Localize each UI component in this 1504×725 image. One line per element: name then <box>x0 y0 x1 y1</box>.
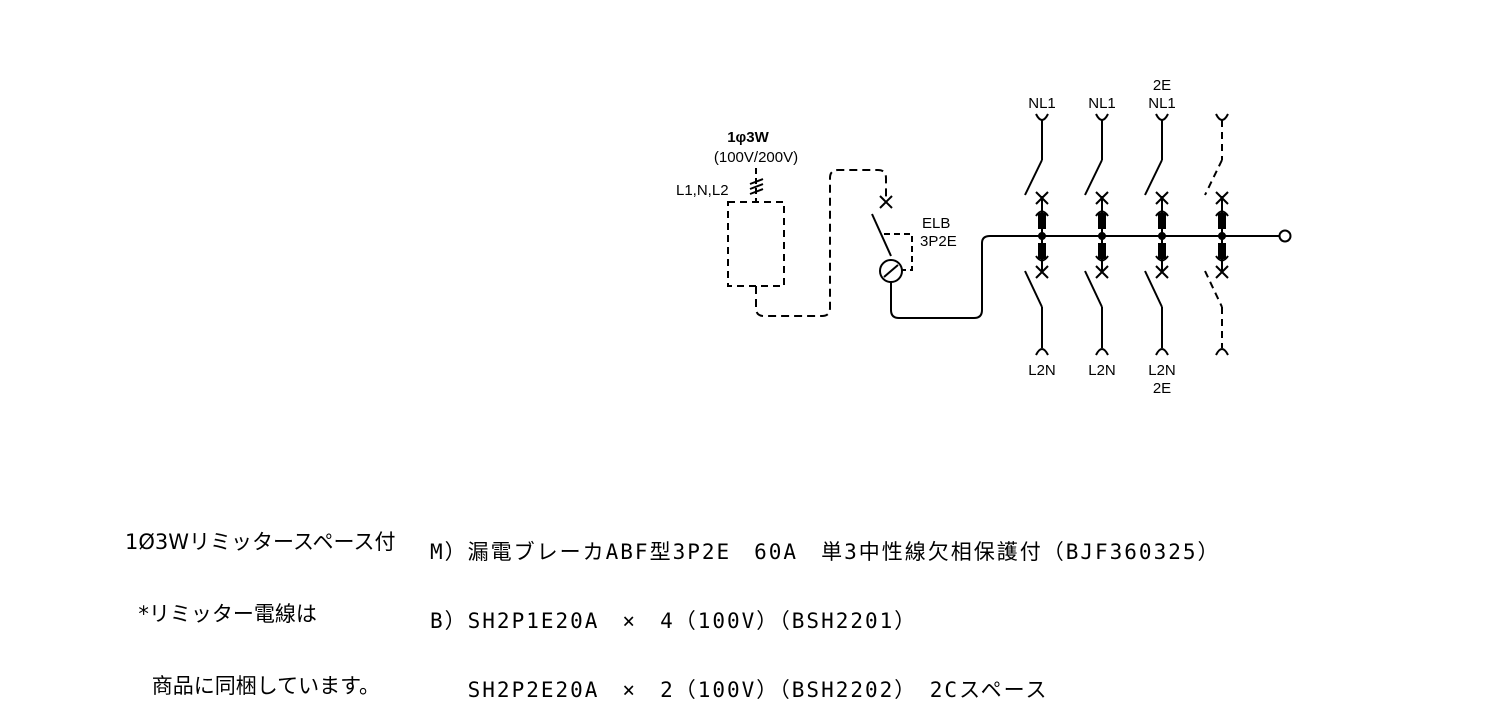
supply-voltage-label: (100V/200V) <box>714 149 798 166</box>
limiter-notes: 1Ø3Wリミッタースペース付 *リミッター電線は 商品に同梱しています。 <box>125 482 395 722</box>
branch-3-bottom-label: L2N <box>1148 362 1176 379</box>
spec-branch-1: B）SH2P1E20A × 4（100V）（BSH2201） <box>430 609 918 633</box>
bottom-trip-x <box>1035 265 1049 279</box>
limiter-space-box <box>727 201 785 287</box>
supply-lines-label: L1,N,L2 <box>676 182 729 199</box>
top-terminal <box>1095 113 1109 121</box>
bottom-contact <box>1024 270 1043 308</box>
spec-notes: M）漏電ブレーカABF型3P2E 60A 単3中性線欠相保護付（BJF36032… <box>430 495 1221 725</box>
main-breaker-elb <box>871 195 1000 319</box>
branch-1-bottom-label: L2N <box>1028 362 1056 379</box>
top-terminal <box>1155 113 1169 121</box>
bottom-terminal <box>1215 348 1229 356</box>
bottom-contact <box>1144 270 1163 308</box>
branch-2-top-label: NL1 <box>1088 95 1116 112</box>
top-contact <box>1204 159 1223 196</box>
branch-3-top-label: NL1 <box>1148 95 1176 112</box>
branch-breaker-1 <box>1024 113 1049 356</box>
limiter-wire <box>755 169 887 317</box>
bottom-trip-x <box>1215 265 1229 279</box>
spec-main-breaker: M）漏電ブレーカABF型3P2E 60A 単3中性線欠相保護付（BJF36032… <box>430 540 1221 564</box>
branch-breaker-3 <box>1144 113 1169 356</box>
busbar-terminal <box>1278 229 1292 243</box>
plug-connector-top <box>1095 210 1109 217</box>
top-contact <box>1084 159 1103 196</box>
bottom-trip-x <box>1095 265 1109 279</box>
branch-2-bottom-label: L2N <box>1088 362 1116 379</box>
bottom-terminal <box>1155 348 1169 356</box>
branch-3-top-label: 2E <box>1153 77 1171 94</box>
branch-1-top-label: NL1 <box>1028 95 1056 112</box>
supply-conductor <box>749 168 764 202</box>
plug-connector-top <box>1035 210 1049 217</box>
top-terminal <box>1215 113 1229 121</box>
bottom-contact <box>1084 270 1103 308</box>
branch-breaker-2 <box>1084 113 1109 356</box>
limiter-note-line-3: 商品に同梱しています。 <box>125 674 380 698</box>
main-breaker-label-1: ELB <box>922 215 950 232</box>
bottom-terminal <box>1095 348 1109 356</box>
bottom-terminal <box>1035 348 1049 356</box>
branch-breaker-4 <box>1204 113 1229 356</box>
limiter-note-line-2: *リミッター電線は <box>125 602 317 626</box>
top-terminal <box>1035 113 1049 121</box>
main-breaker-label-2: 3P2E <box>920 233 957 250</box>
bottom-contact <box>1204 270 1223 308</box>
plug-connector-top <box>1215 210 1229 217</box>
branch-3-bottom-label: 2E <box>1153 380 1171 397</box>
supply-phase-label: 1φ3W <box>727 129 769 146</box>
single-line-diagram: 1φ3W (100V/200V) L1,N,L2 ELB 3P2E <box>676 77 1292 397</box>
top-contact <box>1144 159 1163 196</box>
limiter-note-line-1: 1Ø3Wリミッタースペース付 <box>125 530 396 554</box>
bottom-trip-x <box>1155 265 1169 279</box>
plug-connector-top <box>1155 210 1169 217</box>
top-contact <box>1024 159 1043 196</box>
spec-branch-2: SH2P2E20A × 2（100V）（BSH2202） 2Cスペース <box>430 678 1049 702</box>
